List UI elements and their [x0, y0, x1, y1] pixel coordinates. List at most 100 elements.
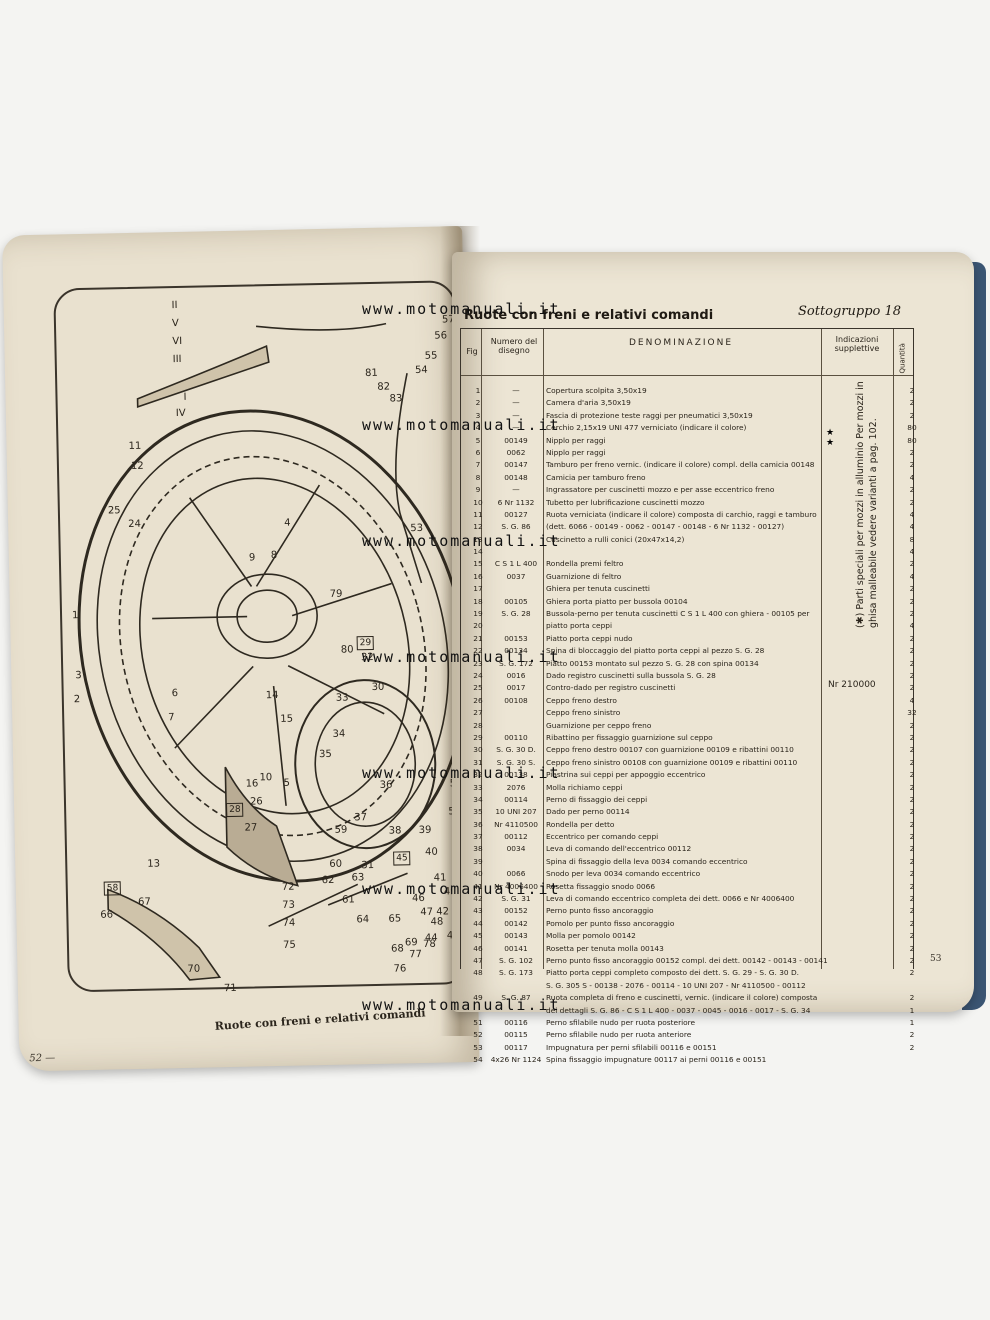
quantity: 2: [909, 757, 915, 767]
drawing-number: 00141: [504, 943, 528, 953]
quantity: 2: [909, 596, 915, 606]
quantity: 2: [909, 633, 915, 643]
header-qty: Quantità: [898, 343, 907, 374]
fig-number: 18: [473, 596, 483, 606]
fig-number: 37: [473, 832, 483, 842]
fig-number: 29: [473, 732, 483, 742]
part-description: Pomolo per punto fisso ancoraggio: [546, 918, 675, 928]
table-row: S. G. 305 S - 00138 - 2076 - 00114 - 10 …: [468, 980, 920, 992]
drawing-number: 00153: [504, 633, 528, 643]
quantity: 4: [909, 547, 915, 557]
callout: 8: [270, 549, 278, 562]
drawing-number: 6 Nr 1132: [497, 497, 535, 507]
callout: 69: [404, 937, 418, 949]
quantity: 32: [907, 708, 917, 718]
drawing-number: 00138: [504, 770, 528, 780]
drawing-number: —: [512, 423, 520, 433]
drawing-number: —: [512, 410, 520, 420]
drawing-frame: [53, 280, 470, 993]
callout: 73: [282, 899, 296, 911]
drawing-number: —: [512, 485, 520, 495]
callout: 61: [341, 894, 355, 906]
callout: 35: [318, 748, 332, 761]
part-description: Nipplo per raggi: [546, 435, 606, 445]
fig-number: 4: [475, 423, 481, 433]
fig-number: 6: [475, 447, 481, 457]
callout: 65: [388, 913, 402, 925]
fig-number: 36: [473, 819, 483, 829]
part-description: Rondella premi feltro: [546, 559, 624, 569]
watermark: www.motomanuali.it: [362, 416, 561, 434]
fig-number: 54: [473, 1055, 483, 1065]
callout: 3: [75, 670, 82, 682]
callout: 70: [187, 963, 201, 975]
part-description: Molla richiamo ceppi: [546, 782, 623, 792]
callout: 67: [137, 896, 151, 908]
callout: 62: [321, 874, 335, 887]
callout: 64: [356, 914, 370, 926]
drawing-number: 0037: [506, 571, 526, 581]
callout: IV: [175, 407, 186, 420]
quantity: 2: [909, 460, 915, 470]
drawing-number: 00114: [504, 794, 528, 804]
callout: 12: [130, 460, 144, 472]
drawing-number: S. G. 172: [499, 658, 533, 668]
fig-number: 16: [473, 571, 483, 581]
quantity: 80: [907, 423, 917, 433]
drawing-number: 00108: [504, 695, 528, 705]
quantity: 1: [909, 1005, 915, 1015]
star-marks: ★★: [826, 428, 835, 448]
part-description: Spina fissaggio impugnature 00117 ai per…: [546, 1055, 767, 1065]
drawing-number: —: [512, 398, 520, 408]
callout: 54: [414, 364, 428, 377]
fig-number: 26: [473, 695, 483, 705]
drawing-number: 00143: [504, 931, 528, 941]
part-description: Ceppo freno destro 00107 con guarnizione…: [546, 745, 794, 755]
callout-box: 45: [393, 851, 411, 866]
fig-number: 7: [475, 460, 481, 470]
quantity: 2: [909, 670, 915, 680]
drawing-number: Nr 4110500: [494, 819, 538, 829]
quantity: 2: [909, 881, 915, 891]
fig-number: 24: [473, 670, 483, 680]
quantity: 2: [909, 410, 915, 420]
quantity: 2: [909, 968, 915, 978]
drawing-number: 4x26 Nr 1124: [490, 1055, 542, 1065]
drawing-number: 00127: [504, 509, 528, 519]
quantity: 2: [909, 1042, 915, 1052]
part-description: Tamburo per freno vernic. (indicare il c…: [546, 460, 815, 470]
fig-number: 3: [475, 410, 481, 420]
watermark: www.motomanuali.it: [362, 532, 561, 550]
quantity: 2: [909, 609, 915, 619]
fig-number: 13: [473, 534, 483, 544]
drawing-number: 0016: [506, 670, 526, 680]
fig-number: 52: [473, 1030, 483, 1040]
callout: 25: [107, 505, 121, 517]
callout: 11: [128, 440, 142, 453]
watermark: www.motomanuali.it: [362, 996, 561, 1014]
quantity: 8: [909, 534, 915, 544]
part-description: Perno sfilabile nudo per ruota anteriore: [546, 1030, 692, 1040]
callout: 15: [280, 713, 294, 725]
fig-number: 32: [473, 770, 483, 780]
part-description: Spina di fissaggio della leva 0034 coman…: [546, 856, 748, 866]
callout-box: 58: [103, 881, 122, 896]
part-description: Dado registro cuscinetti sulla bussola S…: [546, 670, 716, 680]
quantity: 2: [909, 646, 915, 656]
